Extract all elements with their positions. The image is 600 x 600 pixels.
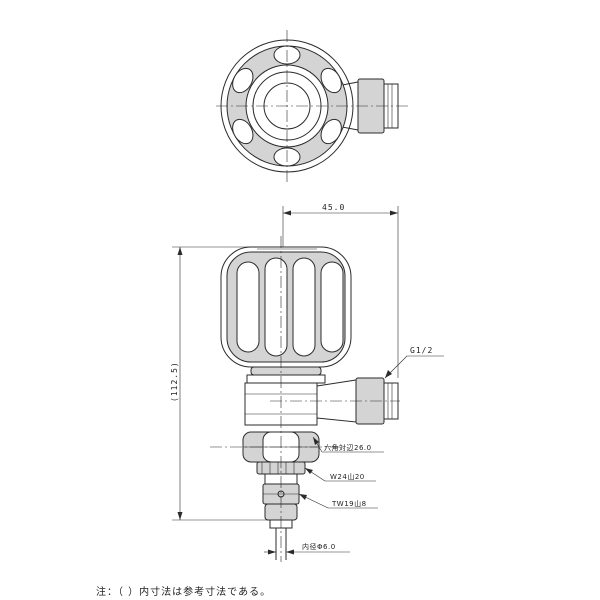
- tail-thread-label: TW19山8: [331, 499, 367, 508]
- dimension-width-label: 45.0: [322, 203, 345, 212]
- knob-scallop: [320, 67, 342, 94]
- leader-thread-outlet: G1/2: [384, 346, 444, 379]
- leader-nut-thread: W24山20: [304, 467, 376, 482]
- knob-scallop: [232, 67, 254, 94]
- leader-hex: 六角対辺26.0: [312, 436, 384, 453]
- dimension-width: 45.0: [282, 203, 399, 378]
- hex-label: 六角対辺26.0: [324, 443, 372, 452]
- footnote: 注：（ ）内寸法は参考寸法である。: [96, 587, 272, 598]
- leader-tail-thread: TW19山8: [298, 493, 378, 509]
- top-view: [216, 30, 410, 182]
- dimension-inner-dia: 内径Φ6.0: [264, 542, 350, 555]
- nut-thread-label: W24山20: [330, 472, 365, 481]
- thread-outlet-label: G1/2: [410, 346, 433, 355]
- inner-dia-label: 内径Φ6.0: [302, 542, 336, 551]
- dimension-height: (112.5): [170, 246, 268, 521]
- dimension-height-label: (112.5): [170, 361, 179, 402]
- front-view: [210, 236, 400, 562]
- knob-scallop: [320, 118, 342, 145]
- knob-scallop: [232, 118, 254, 145]
